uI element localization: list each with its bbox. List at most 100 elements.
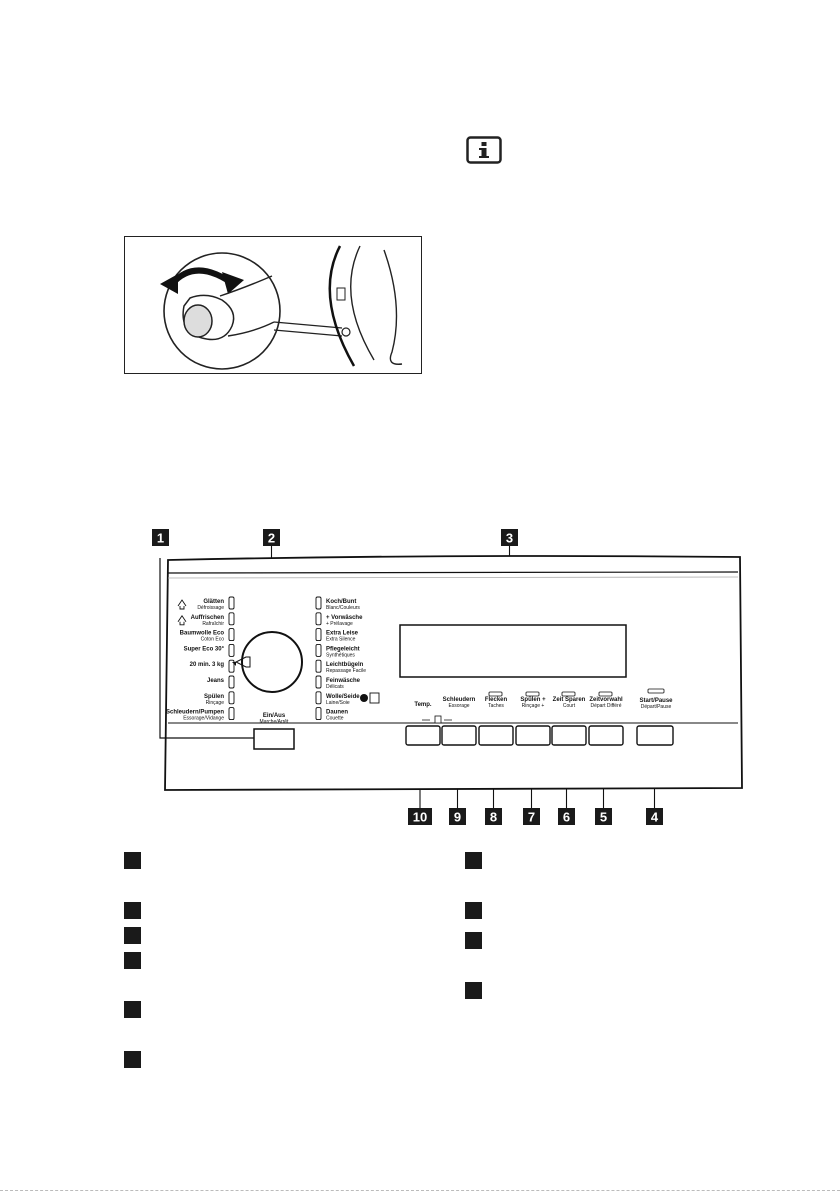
program-label: + Vorwäsche	[326, 615, 363, 621]
callout-marker	[595, 808, 612, 825]
option-button	[441, 725, 477, 746]
legend-box	[124, 902, 141, 919]
program-label: Spülen	[204, 694, 224, 700]
program-led	[315, 596, 322, 610]
program-label: Schleudern/Pumpen	[166, 710, 224, 716]
program-label: Daunen	[326, 710, 348, 716]
legend-box	[124, 1001, 141, 1018]
option-button	[478, 725, 514, 746]
program-led	[228, 643, 235, 657]
program-label: Super Eco 30°	[184, 646, 225, 652]
callout-number: 9	[454, 810, 461, 825]
program-label-fr: Couette	[326, 716, 344, 722]
program-label: Wolle/Seide	[326, 694, 360, 700]
callout-marker	[646, 808, 663, 825]
callout-marker	[558, 808, 575, 825]
program-led	[315, 691, 322, 705]
program-led	[228, 707, 235, 721]
callout-marker	[485, 808, 502, 825]
program-led	[228, 612, 235, 626]
callout-number: 4	[651, 810, 659, 825]
program-led	[228, 675, 235, 689]
callout-marker	[263, 529, 280, 546]
legend-box	[465, 902, 482, 919]
info-icon	[466, 136, 502, 164]
program-label: Koch/Bunt	[326, 599, 356, 605]
program-label-fr: Synthétiques	[326, 652, 355, 658]
callout-number: 10	[413, 810, 427, 825]
program-label: Auffrischen	[191, 615, 225, 621]
option-label: Zeitvorwahl	[589, 697, 623, 703]
option-button	[515, 725, 551, 746]
callout-marker	[449, 808, 466, 825]
program-label: Glätten	[203, 599, 224, 605]
program-label-fr: Essorage/Vidange	[183, 716, 224, 722]
handwash-icon	[369, 692, 380, 704]
wool-icon	[360, 694, 368, 702]
legend-box	[124, 852, 141, 869]
program-symbol-icon	[177, 614, 187, 626]
option-led	[525, 691, 540, 697]
program-label-fr: Repassage Facile	[326, 668, 366, 674]
option-label: Temp.	[414, 702, 432, 708]
callout-number: 5	[600, 810, 607, 825]
option-button	[588, 725, 624, 746]
option-led	[488, 691, 503, 697]
program-label: Leichtbügeln	[326, 662, 364, 668]
callout-number: 3	[506, 531, 513, 546]
program-label-fr: Blanc/Couleurs	[326, 605, 360, 611]
callout-marker	[152, 529, 169, 546]
program-led	[315, 707, 322, 721]
program-led	[228, 596, 235, 610]
program-label: Feinwäsche	[326, 678, 361, 684]
start-pause-button	[636, 725, 674, 746]
callout-number: 8	[490, 810, 497, 825]
program-label: Extra Leise	[326, 631, 359, 637]
callout-marker	[501, 529, 518, 546]
program-led	[228, 628, 235, 642]
program-label-fr: Laine/Soie	[326, 700, 350, 706]
option-button	[551, 725, 587, 746]
program-label: Pflegeleicht	[326, 646, 360, 652]
program-led	[228, 691, 235, 705]
program-led	[315, 675, 322, 689]
program-label-fr: Rafraîchir	[202, 621, 224, 627]
legend-box	[465, 982, 482, 999]
option-label-fr: Rinçage +	[522, 703, 545, 709]
program-label: Baumwolle Eco	[180, 631, 225, 637]
callout-number: 1	[157, 531, 164, 546]
option-label-fr: Départ Différé	[590, 703, 621, 709]
option-led	[561, 691, 576, 697]
option-label: Spülen +	[520, 697, 546, 703]
callout-number: 2	[268, 531, 275, 546]
program-led	[315, 659, 322, 673]
program-led	[315, 612, 322, 626]
program-symbol-icon	[177, 599, 187, 610]
program-label-fr: + Prélavage	[326, 621, 353, 627]
legend-box	[465, 852, 482, 869]
option-led	[598, 691, 613, 697]
callout-marker	[408, 808, 432, 825]
legend-box	[124, 927, 141, 944]
program-label-fr: Délicats	[326, 684, 344, 690]
program-led	[228, 659, 235, 673]
page-bottom-rule	[0, 1190, 840, 1191]
program-label: 20 min. 3 kg	[190, 662, 225, 668]
option-label-fr: Taches	[488, 703, 504, 709]
legend-box	[465, 932, 482, 949]
start-pause-led	[647, 688, 665, 694]
option-label-fr: Essorage	[448, 703, 469, 709]
program-led	[315, 643, 322, 657]
callout-number: 7	[528, 810, 535, 825]
legend-box	[124, 952, 141, 969]
lock-icon	[434, 715, 442, 724]
program-label-fr: Extra Silence	[326, 637, 356, 643]
program-led	[315, 628, 322, 642]
option-button	[405, 725, 441, 746]
callout-marker	[523, 808, 540, 825]
option-label: Flecken	[485, 697, 508, 703]
power-label-fr: Marche/Arrêt	[260, 719, 290, 725]
start-pause-label-fr: Départ/Pause	[641, 704, 672, 710]
program-label-fr: Coton Eco	[201, 637, 225, 643]
